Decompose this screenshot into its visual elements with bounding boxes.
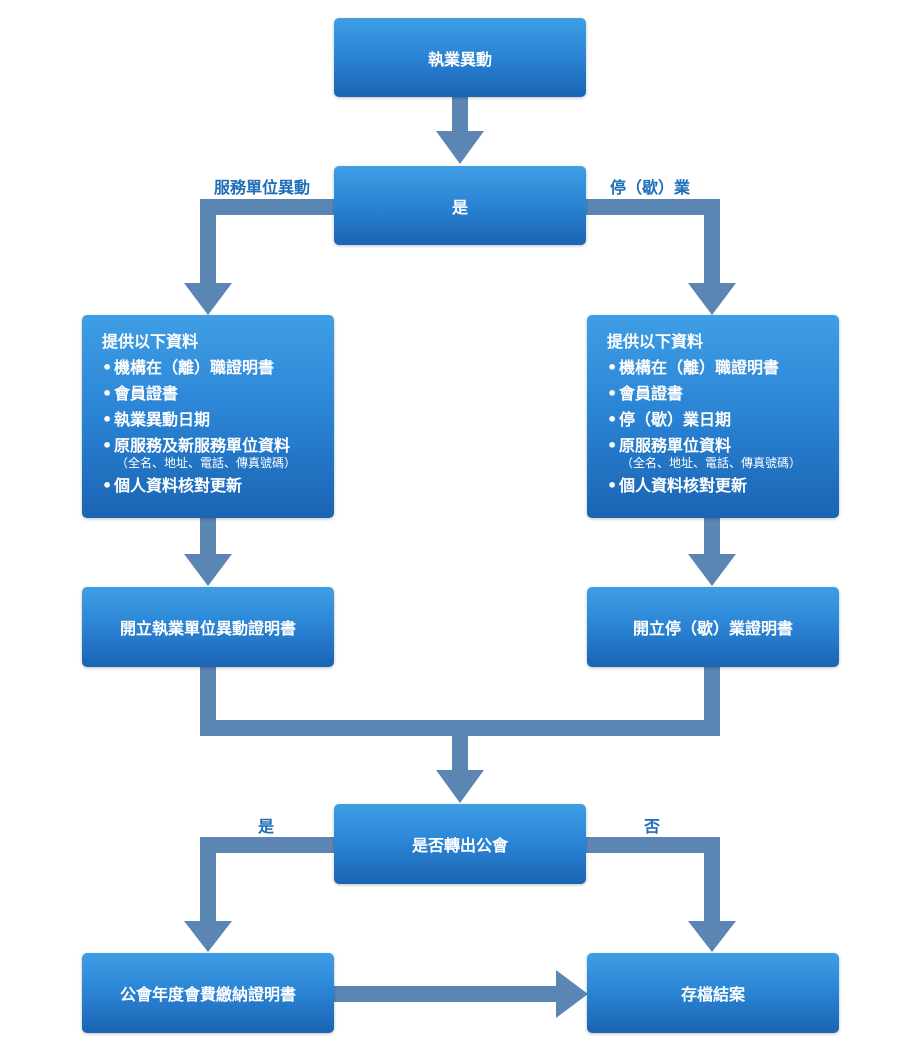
node-archive: 存檔結案 <box>587 953 839 1033</box>
node-right-cert: 開立停（歇）業證明書 <box>587 587 839 667</box>
left-list-items: •機構在（離）職證明書 •會員證書 •執業異動日期 •原服務及新服務單位資料 （… <box>102 355 334 499</box>
connector-start-yes <box>452 96 468 131</box>
arrowhead-to-archive-down <box>688 921 736 952</box>
arrowhead-to-left-cert <box>184 554 232 586</box>
left-list-title: 提供以下資料 <box>102 332 199 351</box>
label-right-branch: 停（歇）業 <box>610 178 691 197</box>
node-transfer-decision: 是否轉出公會 <box>334 804 586 884</box>
connector-fee-archive <box>334 986 556 1002</box>
list-item: •原服務及新服務單位資料 <box>102 436 291 455</box>
connector-right-list-cert <box>704 518 720 554</box>
connector-merge-down <box>452 720 468 770</box>
node-right-list: 提供以下資料 •機構在（離）職證明書 •會員證書 •停（歇）業日期 •原服務單位… <box>587 315 839 518</box>
arrowhead-to-archive <box>556 970 588 1018</box>
list-item-note: （全名、地址、電話、傳真號碼） <box>621 456 802 470</box>
node-left-list: 提供以下資料 •機構在（離）職證明書 •會員證書 •執業異動日期 •原服務及新服… <box>82 315 334 518</box>
list-item: •會員證書 <box>102 384 179 403</box>
connector-transfer-right-h <box>586 837 720 853</box>
connector-yes-right-v <box>704 199 720 283</box>
arrowhead-to-fee-cert <box>184 921 232 952</box>
right-list-items: •機構在（離）職證明書 •會員證書 •停（歇）業日期 •原服務單位資料 （全名、… <box>607 355 839 499</box>
connector-yes-left-v <box>200 199 216 283</box>
list-item-note: （全名、地址、電話、傳真號碼） <box>116 456 297 470</box>
arrowhead-to-right-cert <box>688 554 736 586</box>
node-fee-cert: 公會年度會費繳納證明書 <box>82 953 334 1033</box>
connector-yes-left-h <box>200 199 334 215</box>
list-item: •個人資料核對更新 <box>607 476 748 495</box>
connector-transfer-right-v <box>704 837 720 921</box>
connector-transfer-left-v <box>200 837 216 921</box>
arrowhead-to-transfer <box>436 770 484 803</box>
list-item: •機構在（離）職證明書 <box>102 358 275 377</box>
node-left-cert: 開立執業單位異動證明書 <box>82 587 334 667</box>
list-item: •機構在（離）職證明書 <box>607 358 780 377</box>
list-item: •個人資料核對更新 <box>102 476 243 495</box>
connector-transfer-left-h <box>200 837 334 853</box>
connector-left-cert-down <box>200 667 216 736</box>
node-yes-decision: 是 <box>334 166 586 245</box>
right-list-title: 提供以下資料 <box>607 332 704 351</box>
list-item: •會員證書 <box>607 384 684 403</box>
label-transfer-no: 否 <box>644 817 661 836</box>
label-transfer-yes: 是 <box>258 817 275 836</box>
arrowhead-to-left-list <box>184 283 232 315</box>
list-item: •原服務單位資料 <box>607 436 732 455</box>
list-item: •停（歇）業日期 <box>607 410 732 429</box>
arrowhead-to-right-list <box>688 283 736 315</box>
list-item: •執業異動日期 <box>102 410 211 429</box>
arrowhead-to-yes <box>436 131 484 164</box>
connector-right-cert-down <box>704 667 720 736</box>
connector-left-list-cert <box>200 518 216 554</box>
label-left-branch: 服務單位異動 <box>214 178 311 197</box>
connector-yes-right-h <box>586 199 720 215</box>
node-start: 執業異動 <box>334 18 586 97</box>
